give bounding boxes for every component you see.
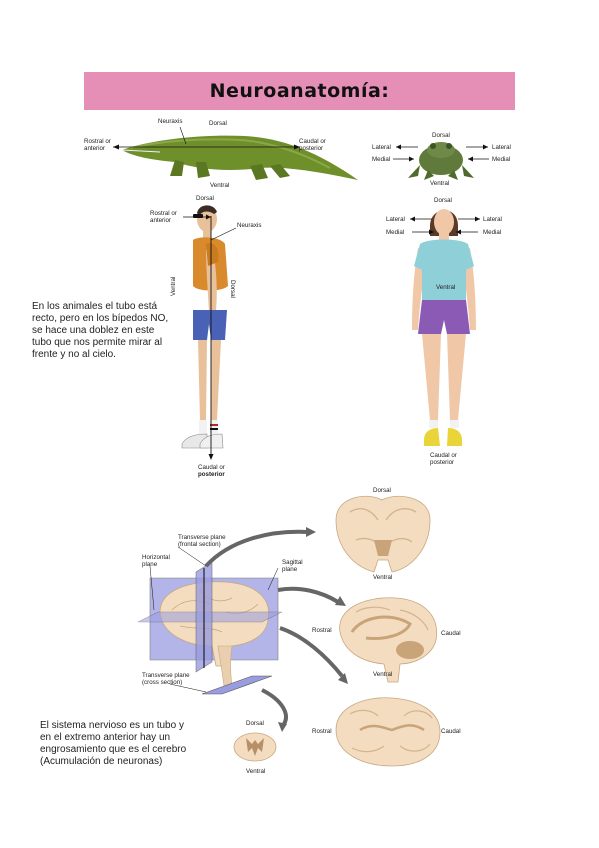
man-posterior-label: posterior	[198, 471, 225, 478]
man-neuraxis-label: Neuraxis	[237, 222, 262, 229]
frog-ventral-label: Ventral	[430, 180, 450, 187]
sagittal-ventral-label: Ventral	[373, 671, 393, 678]
horizontal-rostral-label: Rostral	[312, 728, 332, 735]
croc-caudal-label: Caudal or posterior	[299, 138, 326, 152]
croc-ventral-label: Ventral	[210, 182, 230, 189]
horizontal-caudal-label: Caudal	[441, 728, 461, 735]
cord-ventral-label: Ventral	[246, 768, 266, 775]
frog-dorsal-label: Dorsal	[432, 132, 450, 139]
note-system-text: El sistema nervioso es un tubo y en el e…	[40, 720, 187, 767]
woman-lateral-right-label: Lateral	[483, 216, 502, 223]
man-dorsal-top-label: Dorsal	[196, 195, 214, 202]
woman-medial-left-label: Medial	[386, 229, 405, 236]
croc-rostral-label: Rostral or anterior	[84, 138, 111, 152]
woman-lateral-left-label: Lateral	[386, 216, 405, 223]
note-tube-text: En los animales el tubo está recto, pero…	[32, 301, 169, 360]
man-rostral-label: Rostral or anterior	[150, 210, 177, 224]
frog-lateral-right-label: Lateral	[492, 144, 511, 151]
page-title: Neuroanatomía:	[209, 80, 390, 102]
title-banner: Neuroanatomía:	[84, 72, 515, 110]
coronal-dorsal-label: Dorsal	[373, 487, 391, 494]
coronal-ventral-label: Ventral	[373, 574, 393, 581]
sagittal-caudal-label: Caudal	[441, 630, 461, 637]
cord-dorsal-label: Dorsal	[246, 720, 264, 727]
man-caudal-label: Caudal or	[198, 464, 225, 471]
croc-dorsal-label: Dorsal	[209, 120, 227, 127]
woman-ventral-label: Ventral	[436, 284, 456, 291]
sagittal-rostral-label: Rostral	[312, 627, 332, 634]
transverse-frontal-label: Transverse plane (frontal section)	[178, 534, 226, 548]
transverse-cross-label: Transverse plane (cross section)	[142, 672, 190, 686]
frog-medial-right-label: Medial	[492, 156, 511, 163]
frog-medial-left-label: Medial	[372, 156, 391, 163]
sagittal-plane-label: Sagittal plane	[282, 559, 303, 573]
woman-dorsal-label: Dorsal	[434, 197, 452, 204]
woman-medial-right-label: Medial	[483, 229, 502, 236]
croc-neuraxis-label: Neuraxis	[158, 118, 183, 125]
woman-caudal-label: Caudal or posterior	[430, 452, 457, 466]
frog-lateral-left-label: Lateral	[372, 144, 391, 151]
horizontal-plane-label: Horizontal plane	[142, 554, 170, 568]
